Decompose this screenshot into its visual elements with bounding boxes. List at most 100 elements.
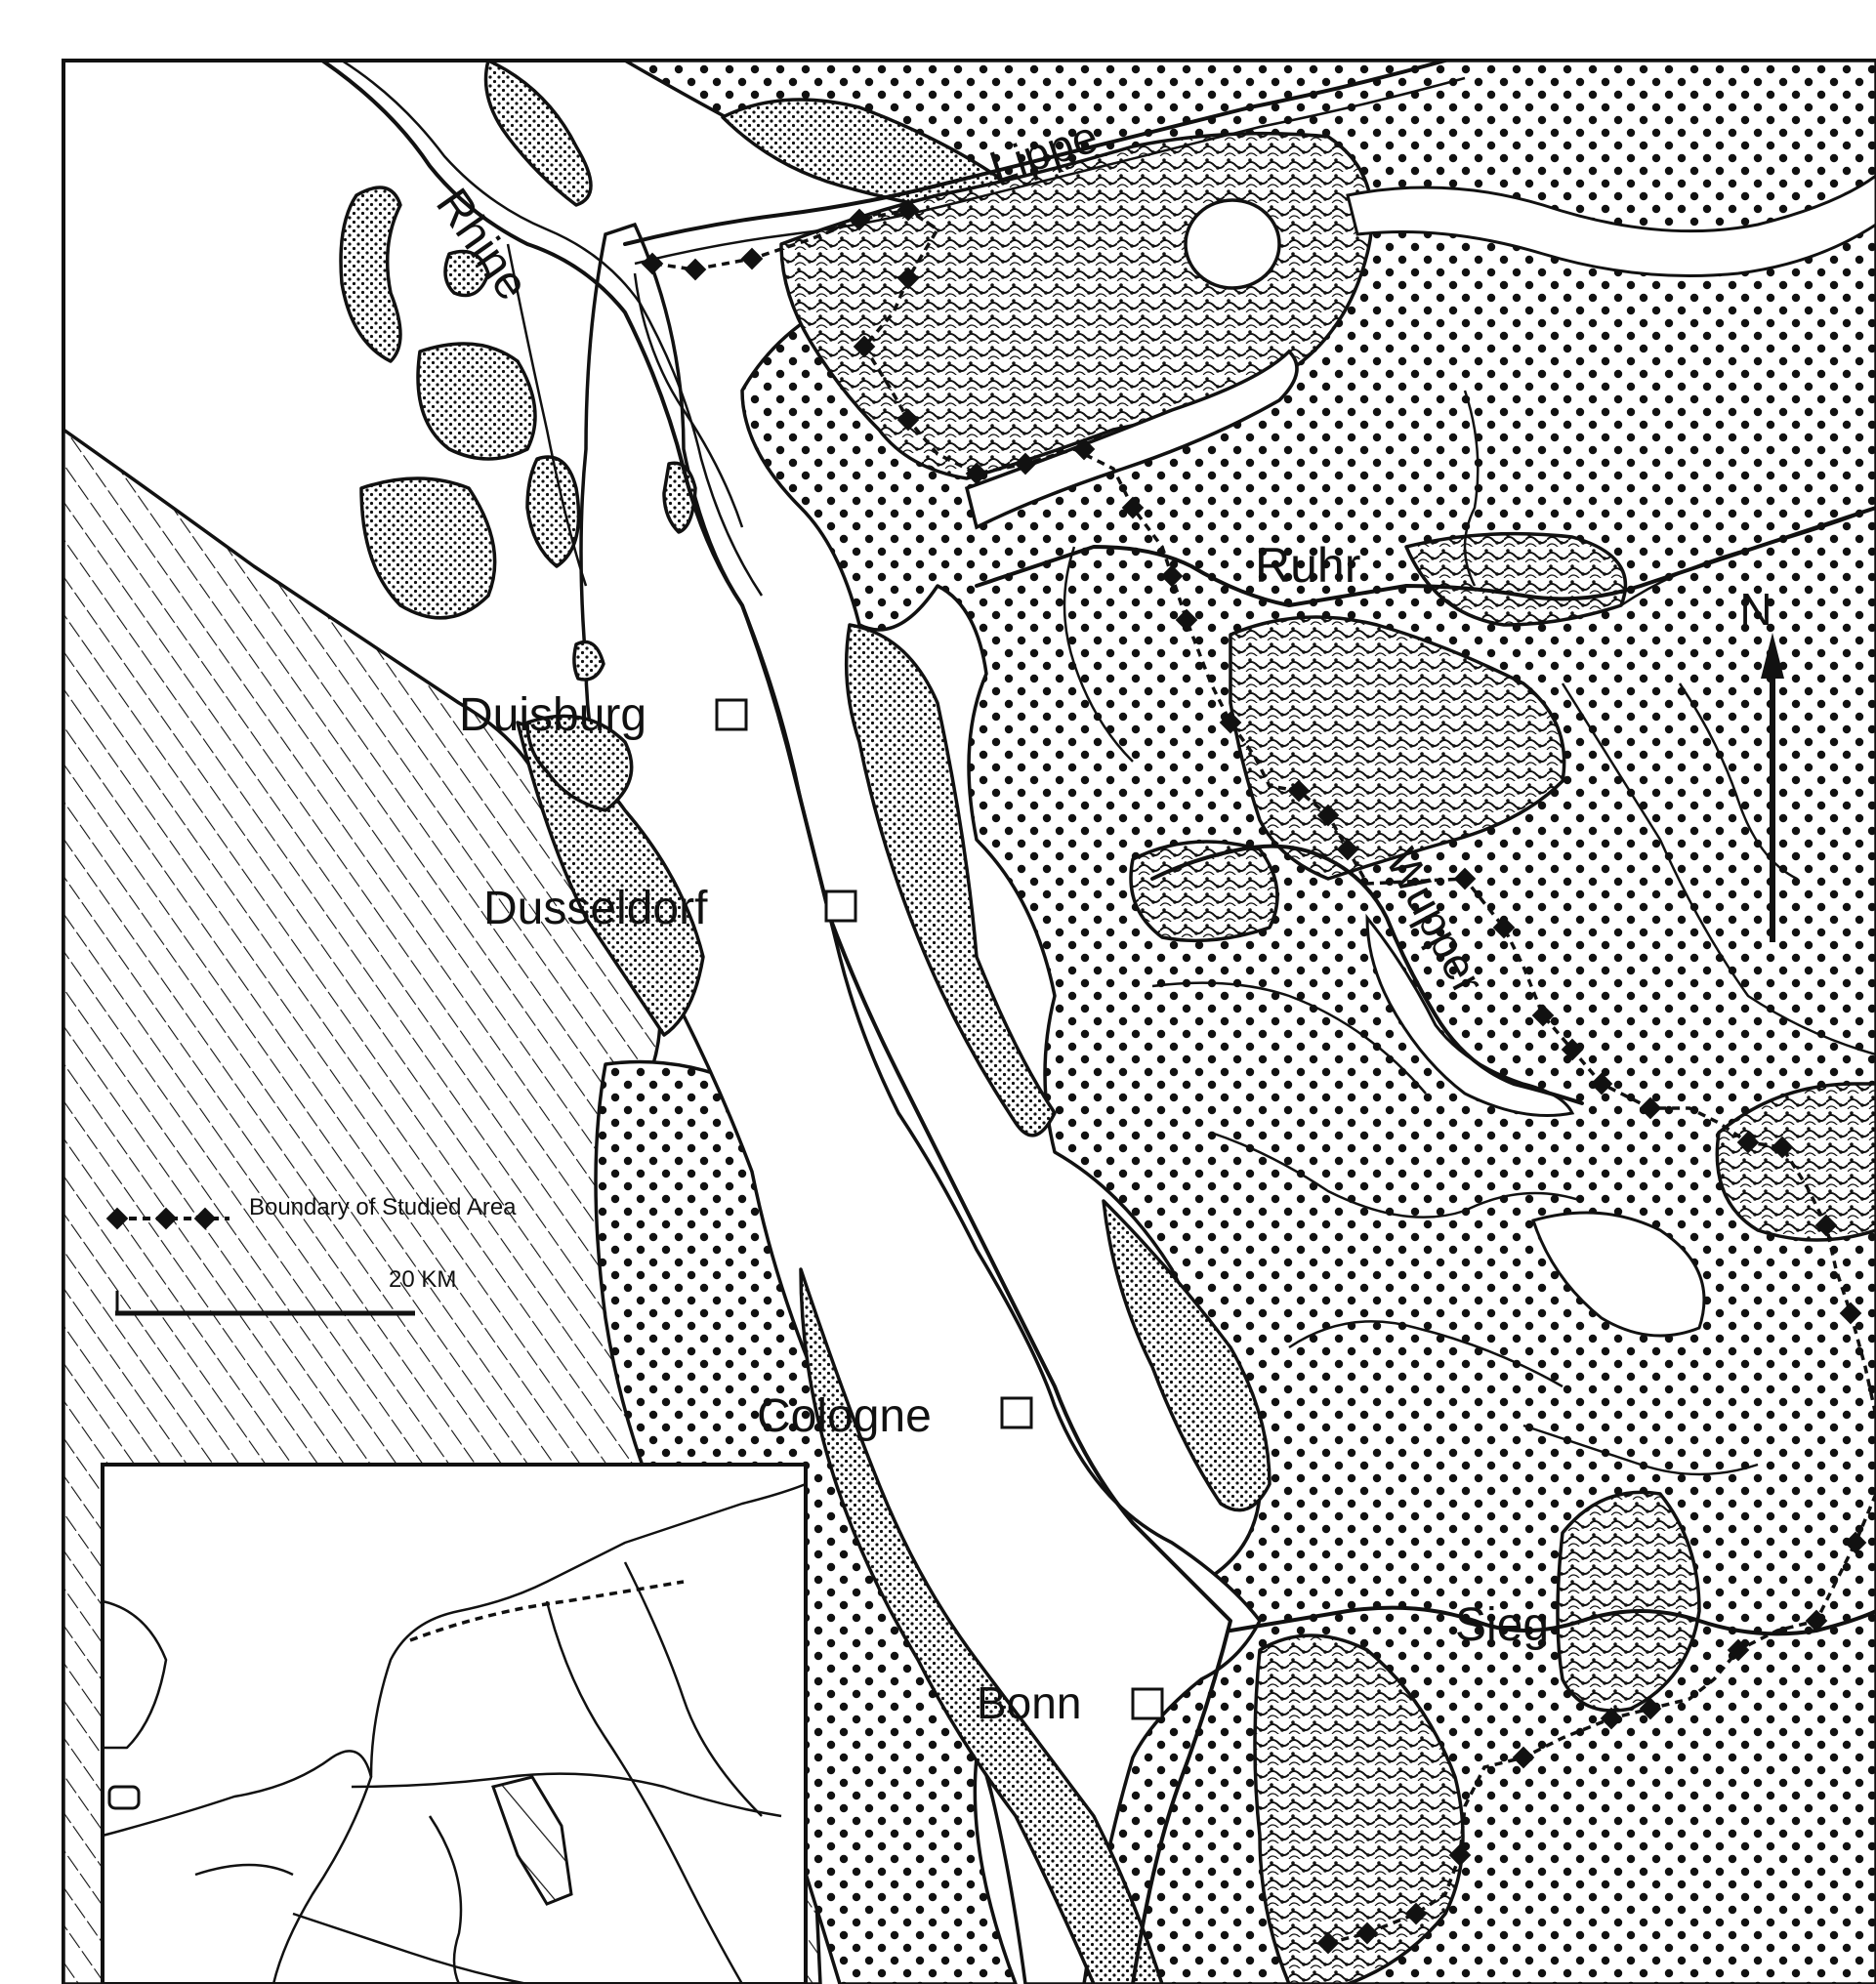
boundary-marker [1590, 1072, 1613, 1095]
river-tributary-10 [506, 243, 588, 587]
river-ruhr [975, 506, 1876, 607]
city-marker-bonn [1131, 1687, 1164, 1720]
boundary-marker [1316, 804, 1340, 827]
river-tributary-3 [1210, 1131, 1583, 1219]
boundary-marker [965, 462, 988, 485]
patch-fine-dotted-1 [483, 61, 593, 207]
city-label-bonn: Bonn [977, 1677, 1081, 1728]
patch-fine-dotted-9 [525, 714, 634, 812]
river-lippe-bank [634, 76, 1466, 266]
north-arrow: N [1739, 584, 1784, 942]
zone-north-valley [1346, 174, 1876, 277]
scale-bar-label: 20 KM [389, 1266, 456, 1293]
boundary-marker [1736, 1131, 1760, 1154]
zone-fine-dotted-east-bank [1102, 1199, 1272, 1512]
patch-fine-dotted-5 [443, 249, 490, 298]
north-arrow-label: N [1739, 584, 1772, 635]
city-marker-dusseldorf [824, 889, 857, 923]
boundary-marker [1492, 916, 1516, 939]
zone-wavy-wupper [1129, 840, 1279, 943]
boundary-marker [684, 258, 707, 281]
boundary-marker [1072, 437, 1096, 461]
boundary-marker [896, 408, 920, 432]
north-arrow-head [1761, 633, 1784, 679]
inset-river-2 [545, 1600, 744, 1984]
patch-fine-dotted-6 [525, 455, 581, 568]
boundary-marker [740, 247, 764, 270]
city-label-dusseldorf: Dusseldorf [483, 883, 708, 934]
river-label-ruhr: Ruhr [1255, 538, 1360, 593]
studied-area-boundary [653, 208, 1876, 1417]
city-label-cologne: Cologne [757, 1390, 932, 1442]
boundary-marker [1639, 1096, 1662, 1120]
boundary-marker [1287, 779, 1311, 803]
boundary-marker [1561, 1038, 1584, 1061]
inset-coastline-netherlands [369, 1482, 807, 1778]
inset-island [107, 1785, 141, 1810]
boundary-marker [1355, 1922, 1379, 1945]
patch-fine-dotted-2 [339, 186, 402, 363]
river-rhine-bank [341, 61, 764, 597]
boundary-marker [1727, 1638, 1750, 1662]
inset-frisian-islands [409, 1580, 685, 1642]
legend-boundary-marker [105, 1207, 129, 1230]
boundary-marker [1336, 838, 1359, 861]
boundary-marker [1448, 1843, 1472, 1867]
boundary-marker [1814, 1214, 1838, 1237]
zone-wavy-sieg [1556, 1490, 1701, 1713]
river-tributary-5 [1561, 682, 1876, 1056]
zone-sieg-valley [1531, 1211, 1706, 1338]
river-label-sieg: Sieg [1455, 1599, 1549, 1651]
boundary-marker [853, 335, 876, 358]
boundary-marker [1316, 1931, 1340, 1955]
patch-fine-dotted-4 [359, 476, 497, 620]
boundary-marker [1160, 564, 1184, 588]
zone-wavy-ruhr [1229, 615, 1566, 881]
zone-white-inclusion [1184, 198, 1281, 290]
river-tributary-11 [633, 272, 744, 528]
river-sieg [1229, 1605, 1876, 1636]
boundary-marker [1531, 1004, 1555, 1027]
inset-map [101, 1463, 808, 1984]
boundary-marker [1512, 1746, 1535, 1769]
inset-river-3 [623, 1561, 763, 1817]
boundary-marker [1219, 711, 1242, 734]
boundary-marker [1844, 1531, 1867, 1554]
inset-river-6 [194, 1863, 294, 1877]
zone-ruhr-valley [964, 349, 1299, 530]
city-label-duisburg: Duisburg [459, 689, 646, 741]
patch-fine-dotted-8 [572, 640, 605, 682]
scale-bar: 20 KM [115, 1266, 456, 1316]
boundary-marker [1175, 608, 1198, 632]
river-tributary-4 [1288, 1320, 1563, 1388]
inset-river-1 [351, 1772, 782, 1818]
river-tributary-2 [1151, 981, 1427, 1095]
river-lippe [623, 61, 1447, 246]
boundary-marker [1805, 1609, 1828, 1633]
city-marker-cologne [1000, 1396, 1033, 1429]
boundary-marker [1639, 1697, 1662, 1720]
boundary-marker [1014, 452, 1037, 475]
inset-frame [101, 1463, 808, 1984]
river-tributary-9 [1522, 1424, 1759, 1476]
patch-fine-dotted-3 [416, 342, 537, 461]
river-rhine [320, 61, 1232, 1984]
inset-coastline [102, 1599, 168, 1750]
river-tributary-1 [1063, 546, 1134, 763]
inset-river-5 [292, 1912, 528, 1984]
river-tributary-7 [1463, 390, 1480, 587]
river-wupper [1150, 844, 1584, 1105]
boundary-marker [1404, 1902, 1428, 1925]
boundary-marker [1600, 1707, 1623, 1730]
boundary-marker [1453, 867, 1477, 890]
zone-wavy-east [1715, 1082, 1876, 1242]
city-marker-duisburg [715, 698, 748, 731]
zone-fine-dotted-terrace [844, 623, 1057, 1137]
boundary-marker [641, 252, 664, 275]
boundary-marker [1771, 1136, 1794, 1159]
zone-wavy-south [1253, 1633, 1465, 1984]
boundary-marker [1121, 496, 1145, 519]
inset-coast-west [102, 1750, 373, 1984]
inset-studied-area [491, 1775, 573, 1906]
